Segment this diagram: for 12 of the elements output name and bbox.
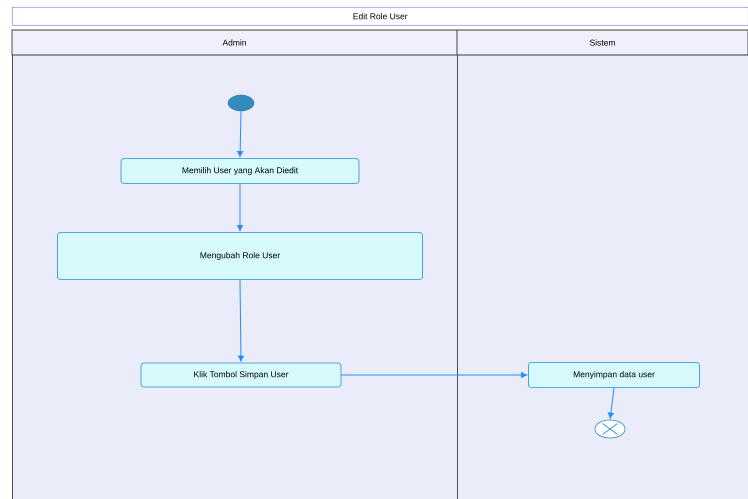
activity-box: Memilih User yang Akan Diedit bbox=[120, 158, 360, 184]
activity-box: Menyimpan data user bbox=[528, 362, 700, 388]
arrow bbox=[237, 183, 243, 232]
arrow bbox=[238, 279, 244, 362]
activity-box: Mengubah Role User bbox=[57, 232, 423, 280]
title-box: Edit Role User bbox=[12, 7, 748, 26]
start-node bbox=[228, 94, 254, 112]
arrow bbox=[340, 372, 528, 378]
activity-box: Klik Tombol Simpan User bbox=[140, 362, 342, 388]
arrow bbox=[237, 110, 244, 158]
arrow bbox=[608, 387, 614, 419]
end-node bbox=[594, 420, 626, 438]
